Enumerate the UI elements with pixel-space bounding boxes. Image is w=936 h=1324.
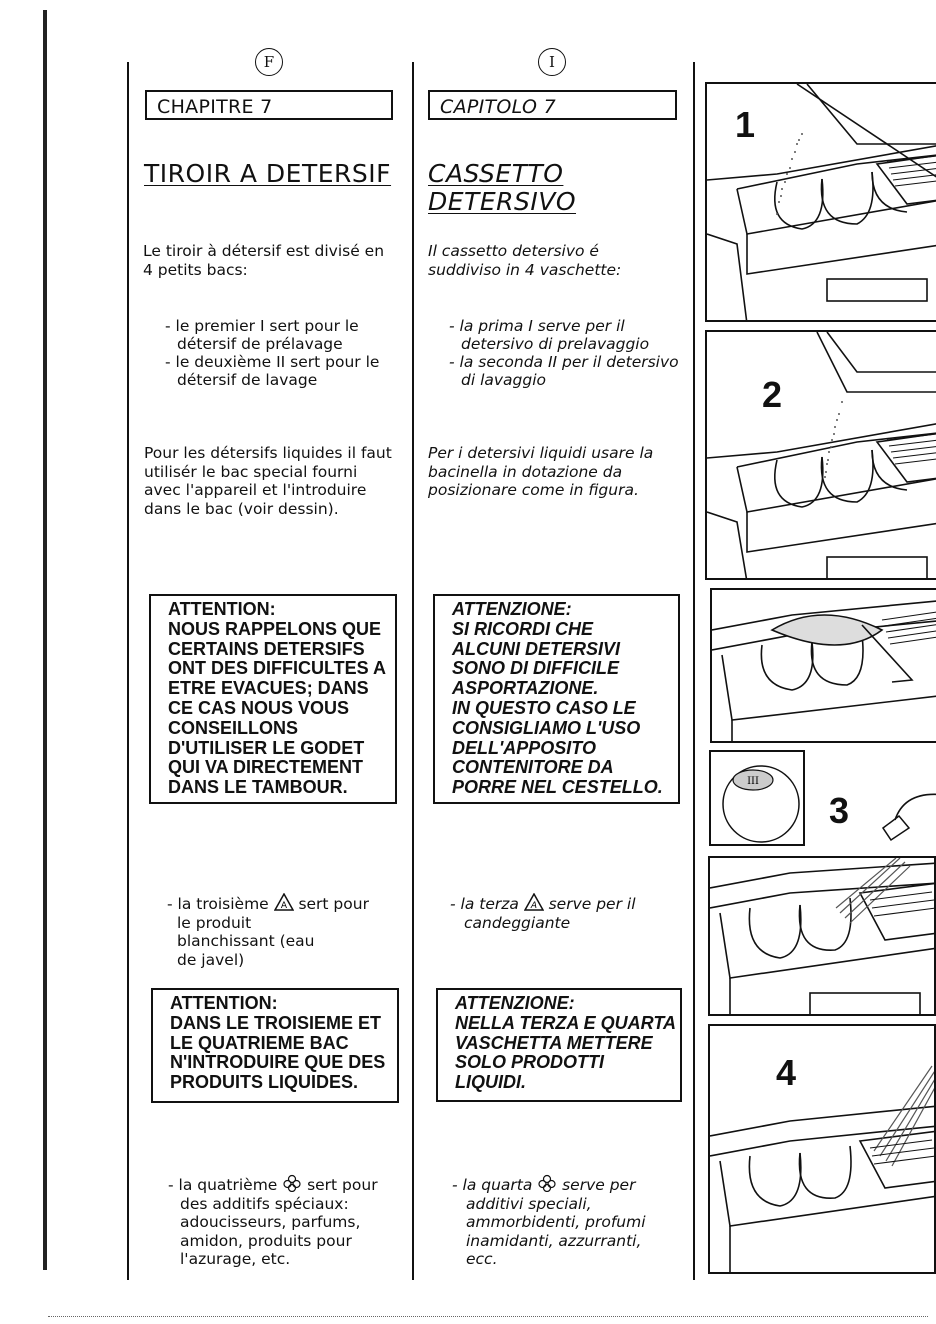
step-number: 1 [735,104,756,145]
list-item: - le premier I sert pour le détersif de … [165,317,359,353]
fourth-label: - la quarta [452,1176,533,1194]
warning-line: NOUS RAPPELONS QUE [168,618,382,639]
third-label-end: serve per il [548,895,636,913]
fourth-label-end: sert pour [307,1176,378,1194]
column-divider-right [693,62,695,1280]
warning-line: ASPORTAZIONE. [452,678,599,699]
step-number: 4 [776,1052,797,1093]
warning-line: ATTENZIONE: [455,993,575,1013]
warning-line: LE QUATRIEME BAC [170,1032,349,1053]
chapter-heading-italian: CAPITOLO 7 [428,90,677,120]
fourth-description: additivi speciali, ammorbidenti, profumi… [466,1194,646,1269]
detergent-ball-icon: III [722,765,800,843]
intro-text-french: Le tiroir à détersif est divisé en 4 pet… [143,242,385,279]
warning-line: ATTENTION: [170,993,278,1013]
warning-box-italian-2: ATTENZIONE: NELLA TERZA E QUARTA VASCHET… [436,988,682,1102]
drawer-illustration [707,84,936,320]
warning-box-french-1: ATTENTION: NOUS RAPPELONS QUE CERTAINS D… [149,594,397,804]
illustration-panel-1: 1 [705,82,936,322]
warning-line: CONTENITORE DA [452,757,614,778]
warning-line: PORRE NEL CESTELLO. [452,777,663,798]
warning-line: D'UTILISER LE GODET [168,737,365,758]
svg-text:A: A [530,901,537,911]
fourth-label-end: serve per [562,1176,636,1194]
step-number: 2 [762,374,783,415]
drawer-illustration [710,858,934,1014]
liquid-detergent-text-french: Pour les détersifs liquides il faut util… [144,444,392,518]
illustration-panel-3 [708,856,936,1016]
list-item: - la prima I serve per il detersivo di p… [449,317,650,353]
title-line: DETERSIVO [428,187,577,216]
third-description: candeggiante [464,913,571,932]
list-item: - le deuxième II sert pour le détersif d… [165,353,380,389]
title-line: CASSETTO [428,159,564,188]
step-number: 3 [829,790,850,831]
third-label-end: sert pour [298,895,369,913]
warning-line: DANS LE TAMBOUR. [168,777,348,798]
lang-badge-french: F [255,48,283,76]
third-compartment-text-italian: - la terza A serve per il candeggiante [450,892,680,932]
illustration-panel-liquid-container [710,588,936,743]
third-label: - la troisième [167,895,269,913]
flower-icon [537,1174,562,1194]
step-3-area: III 3 [705,750,936,860]
drawer-illustration [710,1065,934,1272]
warning-line: N'INTRODUIRE QUE DES [170,1052,386,1073]
third-description: le produit blanchissant (eau de javel) [177,913,315,969]
drawer-illustration [712,600,936,741]
fourth-compartment-text-italian: - la quarta serve per additivi speciali,… [452,1174,677,1269]
drawer-illustration [707,332,936,578]
warning-box-french-2: ATTENTION: DANS LE TROISIEME ET LE QUATR… [151,988,399,1103]
warning-triangle-icon: A [273,892,299,913]
lang-badge-italian: I [538,48,566,76]
list-item: - la seconda II per il detersivo di lava… [449,353,679,389]
section-title-italian: CASSETTO DETERSIVO [428,160,576,216]
compartment-list-italian: - la prima I serve per il detersivo di p… [447,317,679,389]
illustration-panel-2: 2 [705,330,936,580]
warning-triangle-icon: A [523,892,549,913]
svg-text:A: A [281,901,288,911]
warning-line: ALCUNI DETERSIVI [452,638,621,659]
warning-line: CONSIGLIAMO L'USO [452,717,641,738]
inset-label: III [747,776,759,787]
liquid-detergent-text-italian: Per i detersivi liquidi usare la bacinel… [428,444,654,499]
column-divider-left [127,62,129,1280]
intro-text-italian: Il cassetto detersivo é suddiviso in 4 v… [428,242,622,279]
warning-line: VASCHETTA METTERE [455,1032,653,1053]
warning-line: QUI VA DIRECTEMENT [168,757,364,778]
section-title-french: TIROIR A DETERSIF [144,159,392,188]
binding-edge [43,10,47,1270]
warning-line: ETRE EVACUES; DANS [168,678,369,699]
warning-line: LIQUIDI. [455,1072,526,1093]
bottom-dotted-rule [48,1316,928,1317]
column-divider-middle [412,62,414,1280]
third-label: - la terza [450,895,519,913]
fourth-label: - la quatrième [168,1176,278,1194]
warning-line: ATTENZIONE: [452,599,572,619]
warning-line: PRODUITS LIQUIDES. [170,1072,359,1093]
warning-line: IN QUESTO CASO LE [452,697,636,718]
warning-line: DANS LE TROISIEME ET [170,1012,382,1033]
illustration-panel-4: 4 [708,1024,936,1274]
compartment-list-french: - le premier I sert pour le détersif de … [163,317,403,389]
chapter-heading-french: CHAPITRE 7 [145,90,393,120]
inset-icon-panel: III [709,750,805,846]
warning-line: NELLA TERZA E QUARTA [455,1012,676,1033]
warning-line: SI RICORDI CHE [452,618,594,639]
fourth-compartment-text-french: - la quatrième sert pour des additifs sp… [168,1174,408,1269]
warning-line: SONO DI DIFFICILE [452,658,620,679]
warning-line: ONT DES DIFFICULTES A [168,658,386,679]
warning-line: CERTAINS DETERSIFS [168,638,365,659]
warning-line: DELL'APPOSITO [452,737,596,758]
bottle-icon [881,793,936,842]
fourth-description: des additifs spéciaux: adoucisseurs, par… [180,1194,361,1269]
warning-line: SOLO PRODOTTI [455,1052,605,1073]
flower-icon [282,1174,307,1194]
warning-line: CE CAS NOUS VOUS [168,697,350,718]
warning-line: ATTENTION: [168,599,276,619]
warning-box-italian-1: ATTENZIONE: SI RICORDI CHE ALCUNI DETERS… [433,594,680,804]
warning-line: CONSEILLONS [168,717,299,738]
third-compartment-text-french: - la troisième A sert pour le produit bl… [167,892,402,969]
